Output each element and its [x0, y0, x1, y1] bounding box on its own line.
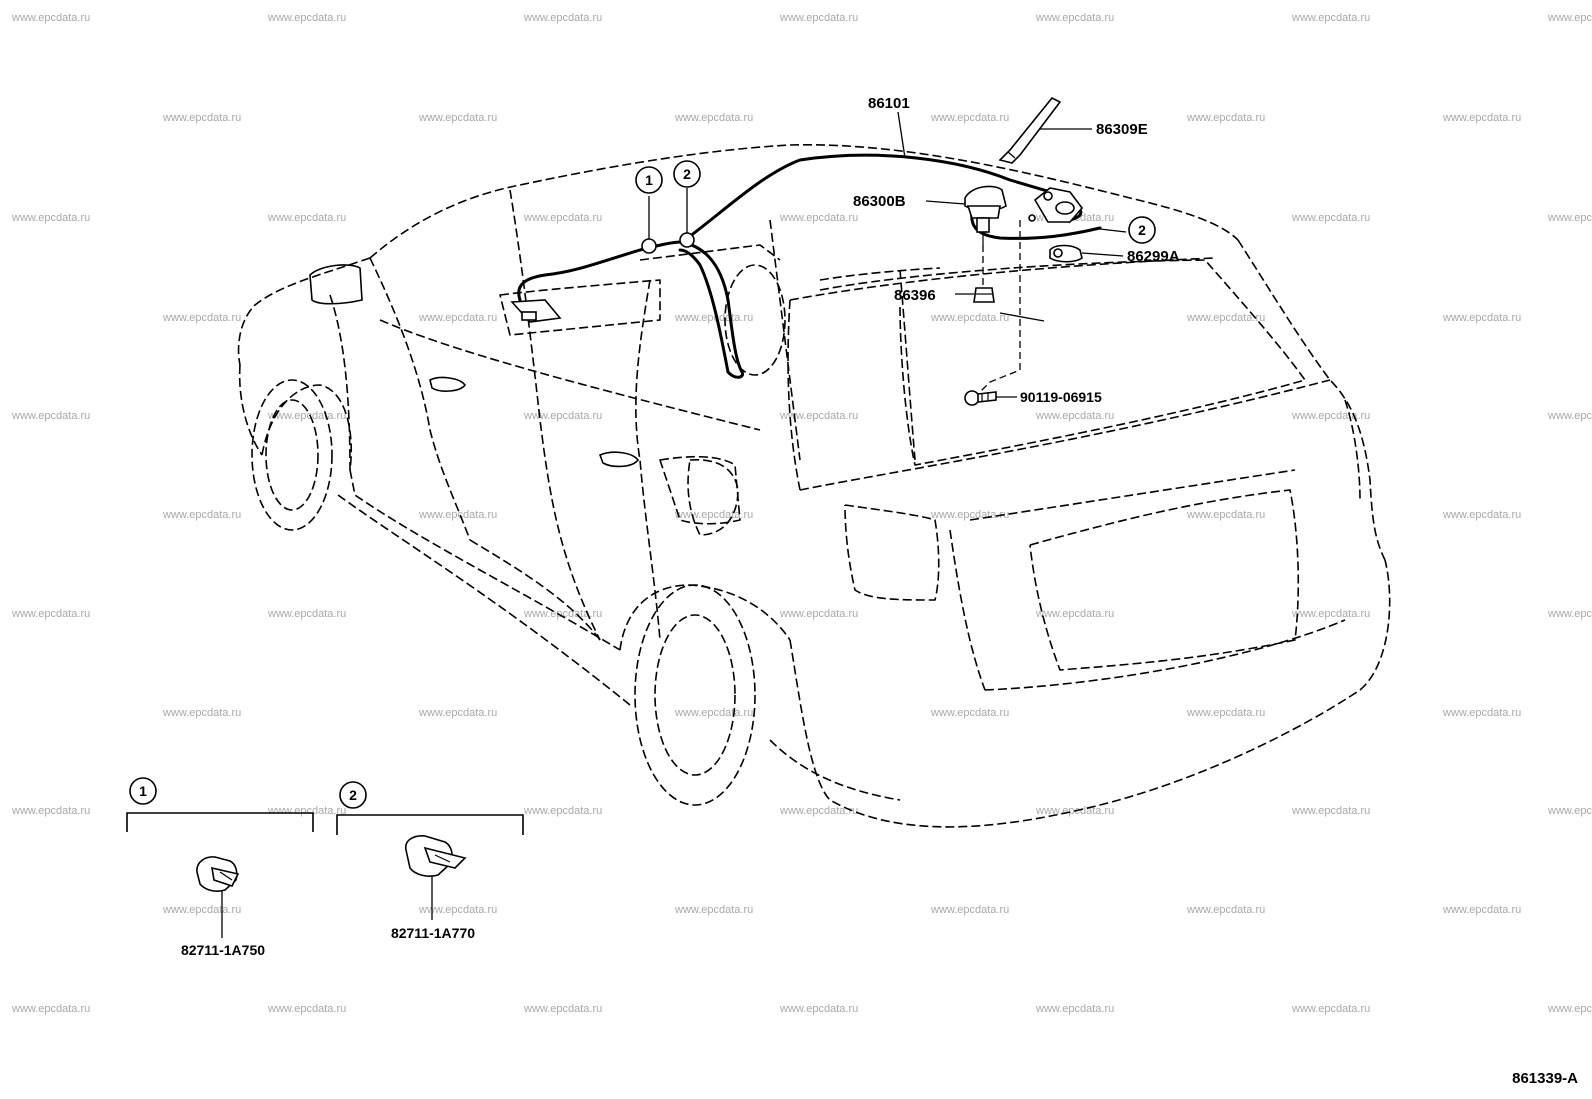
svg-text:2: 2 [683, 166, 691, 182]
watermark-text: www.epcdata.ru [268, 805, 347, 817]
nut-86396 [973, 287, 995, 303]
watermark-text: www.epcdata.ru [1187, 312, 1266, 324]
leader-lines [648, 111, 1127, 398]
callout-1-top: 1 [635, 166, 663, 194]
watermark-text: www.epcdata.ru [268, 12, 347, 24]
watermark-text: www.epcdata.ru [931, 312, 1010, 324]
watermark-text: www.epcdata.ru [675, 312, 754, 324]
watermark-text: www.epcdata.ru [1187, 904, 1266, 916]
label-86309e: 86309E [1096, 121, 1148, 138]
watermark-text: www.epcdata.ru [1036, 1003, 1115, 1015]
watermark-text: www.epcdata.ru [780, 608, 859, 620]
watermark-text: www.epcdata.ru [780, 805, 859, 817]
watermark-text: www.epcdata.ru [780, 12, 859, 24]
watermark-text: www.epcdata.ru [1548, 1003, 1592, 1015]
watermark-text: www.epcdata.ru [1187, 112, 1266, 124]
watermark-text: www.epcdata.ru [1292, 212, 1371, 224]
antenna-pole-86309e [998, 96, 1062, 164]
watermark-text: www.epcdata.ru [419, 112, 498, 124]
watermark-text: www.epcdata.ru [1443, 707, 1522, 719]
watermark-text: www.epcdata.ru [780, 212, 859, 224]
watermark-text: www.epcdata.ru [12, 12, 91, 24]
watermark-text: www.epcdata.ru [419, 707, 498, 719]
label-86396: 86396 [894, 287, 936, 304]
screw-90119-06915 [964, 390, 997, 406]
label-82711-1a750: 82711-1A750 [181, 942, 265, 958]
detail-group-2: 2 82711-1A770 [336, 781, 524, 941]
watermark-text: www.epcdata.ru [931, 509, 1010, 521]
vehicle-outline [237, 143, 1391, 828]
watermark-text: www.epcdata.ru [524, 212, 603, 224]
watermark-text: www.epcdata.ru [163, 509, 242, 521]
watermark-text: www.epcdata.ru [1036, 12, 1115, 24]
watermark-text: www.epcdata.ru [1443, 509, 1522, 521]
watermark-text: www.epcdata.ru [419, 904, 498, 916]
watermark-text: www.epcdata.ru [524, 410, 603, 422]
watermark-text: www.epcdata.ru [419, 509, 498, 521]
svg-text:1: 1 [139, 783, 147, 799]
svg-text:2: 2 [1138, 222, 1146, 238]
watermark-text: www.epcdata.ru [675, 112, 754, 124]
watermark-text: www.epcdata.ru [12, 608, 91, 620]
label-86299a: 86299A [1127, 248, 1180, 265]
antenna-base-86300b [964, 185, 1007, 245]
svg-text:1: 1 [645, 172, 653, 188]
watermark-text: www.epcdata.ru [1548, 12, 1592, 24]
watermark-text: www.epcdata.ru [931, 112, 1010, 124]
clamp-86299a [1049, 244, 1083, 263]
watermark-text: www.epcdata.ru [1187, 509, 1266, 521]
watermark-text: www.epcdata.ru [1548, 410, 1592, 422]
watermark-text: www.epcdata.ru [931, 904, 1010, 916]
watermark-text: www.epcdata.ru [268, 212, 347, 224]
watermark-text: www.epcdata.ru [1036, 410, 1115, 422]
antenna-cable-86101 [510, 153, 1102, 379]
watermark-text: www.epcdata.ru [780, 410, 859, 422]
label-86101: 86101 [868, 95, 910, 112]
label-86300b: 86300B [853, 193, 906, 210]
label-90119-06915: 90119-06915 [1020, 389, 1102, 405]
watermark-text: www.epcdata.ru [12, 212, 91, 224]
watermark-text: www.epcdata.ru [524, 608, 603, 620]
watermark-text: www.epcdata.ru [1036, 608, 1115, 620]
diagram-code: 861339-A [1512, 1070, 1578, 1087]
svg-text:2: 2 [349, 787, 357, 803]
watermark-text: www.epcdata.ru [163, 312, 242, 324]
connector-point-1 [641, 238, 657, 254]
label-82711-1a770: 82711-1A770 [391, 925, 475, 941]
antenna-amplifier [1028, 187, 1084, 223]
watermark-text: www.epcdata.ru [419, 312, 498, 324]
watermark-text: www.epcdata.ru [1548, 608, 1592, 620]
watermark-text: www.epcdata.ru [1292, 608, 1371, 620]
watermark-text: www.epcdata.ru [931, 707, 1010, 719]
watermark-text: www.epcdata.ru [268, 1003, 347, 1015]
watermark-text: www.epcdata.ru [524, 805, 603, 817]
watermark-text: www.epcdata.ru [12, 410, 91, 422]
callout-2-top: 2 [673, 160, 701, 188]
watermark-text: www.epcdata.ru [1548, 805, 1592, 817]
watermark-text: www.epcdata.ru [1292, 12, 1371, 24]
connector-point-2 [679, 232, 695, 248]
watermark-text: www.epcdata.ru [524, 1003, 603, 1015]
watermark-text: www.epcdata.ru [524, 12, 603, 24]
watermark-text: www.epcdata.ru [675, 904, 754, 916]
watermark-text: www.epcdata.ru [1548, 212, 1592, 224]
watermark-text: www.epcdata.ru [268, 608, 347, 620]
watermark-text: www.epcdata.ru [163, 707, 242, 719]
watermark-text: www.epcdata.ru [1443, 112, 1522, 124]
watermark-text: www.epcdata.ru [1292, 1003, 1371, 1015]
watermark-text: www.epcdata.ru [12, 805, 91, 817]
watermark-text: www.epcdata.ru [1292, 805, 1371, 817]
detail-group-1: 1 82711-1A750 [126, 777, 314, 958]
watermark-text: www.epcdata.ru [1187, 707, 1266, 719]
watermark-text: www.epcdata.ru [1443, 312, 1522, 324]
callout-2-rear: 2 [1128, 216, 1156, 244]
watermark-text: www.epcdata.ru [12, 1003, 91, 1015]
watermark-text: www.epcdata.ru [780, 1003, 859, 1015]
watermark-text: www.epcdata.ru [1443, 904, 1522, 916]
watermark-text: www.epcdata.ru [163, 112, 242, 124]
